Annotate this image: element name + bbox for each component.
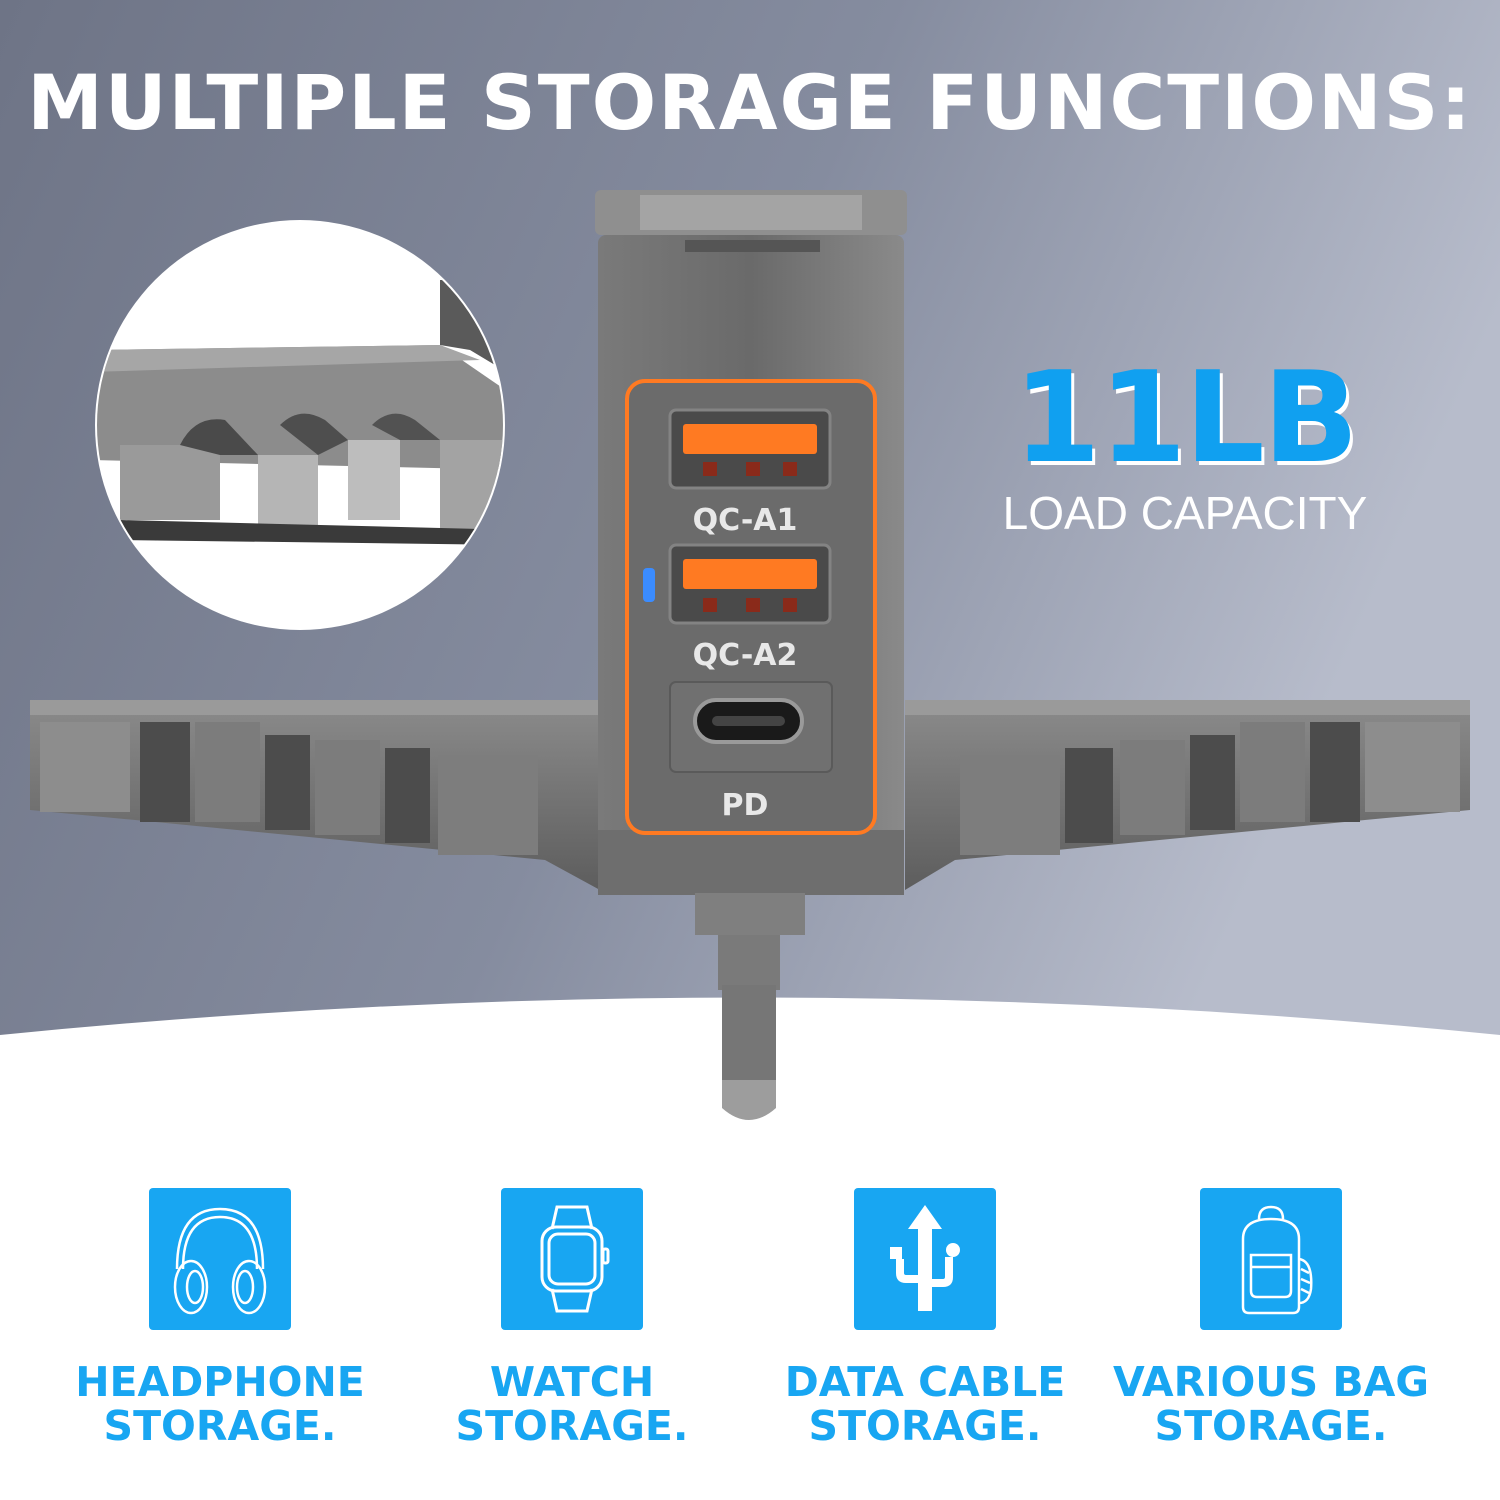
zoom-detail-circle	[95, 220, 505, 630]
feature-bag: VARIOUS BAG STORAGE.	[1111, 1188, 1431, 1448]
headphone-icon	[149, 1188, 291, 1330]
watch-icon	[501, 1188, 643, 1330]
feature-list: HEADPHONE STORAGE. WATCH STORAGE.	[0, 1188, 1500, 1468]
feature-data-cable: DATA CABLE STORAGE.	[765, 1188, 1085, 1448]
load-capacity-label: LOAD CAPACITY	[1002, 487, 1368, 539]
mounting-pole	[695, 893, 805, 1120]
feature-headphone-line1: HEADPHONE	[75, 1358, 365, 1406]
feature-headphone-line2: STORAGE.	[103, 1402, 337, 1450]
charger-body: QC-A1 QC-A2 PD	[595, 190, 907, 895]
data-cable-icon	[854, 1188, 996, 1330]
feature-data-cable-line1: DATA CABLE	[784, 1358, 1066, 1406]
cable-organizer-arms	[30, 700, 1470, 890]
port-label-qc-a2: QC-A2	[693, 638, 798, 673]
page-title: MULTIPLE STORAGE FUNCTIONS:	[27, 58, 1473, 147]
load-capacity-value: 11LB	[1013, 344, 1359, 491]
feature-watch-line2: STORAGE.	[455, 1402, 689, 1450]
port-label-pd: PD	[722, 788, 769, 823]
feature-bag-line2: STORAGE.	[1154, 1402, 1388, 1450]
feature-data-cable-line2: STORAGE.	[808, 1402, 1042, 1450]
feature-watch: WATCH STORAGE.	[412, 1188, 732, 1448]
feature-bag-line1: VARIOUS BAG	[1112, 1358, 1430, 1406]
feature-headphone: HEADPHONE STORAGE.	[60, 1188, 380, 1448]
backpack-icon	[1200, 1188, 1342, 1330]
port-label-qc-a1: QC-A1	[693, 503, 798, 538]
feature-watch-line1: WATCH	[489, 1358, 655, 1406]
